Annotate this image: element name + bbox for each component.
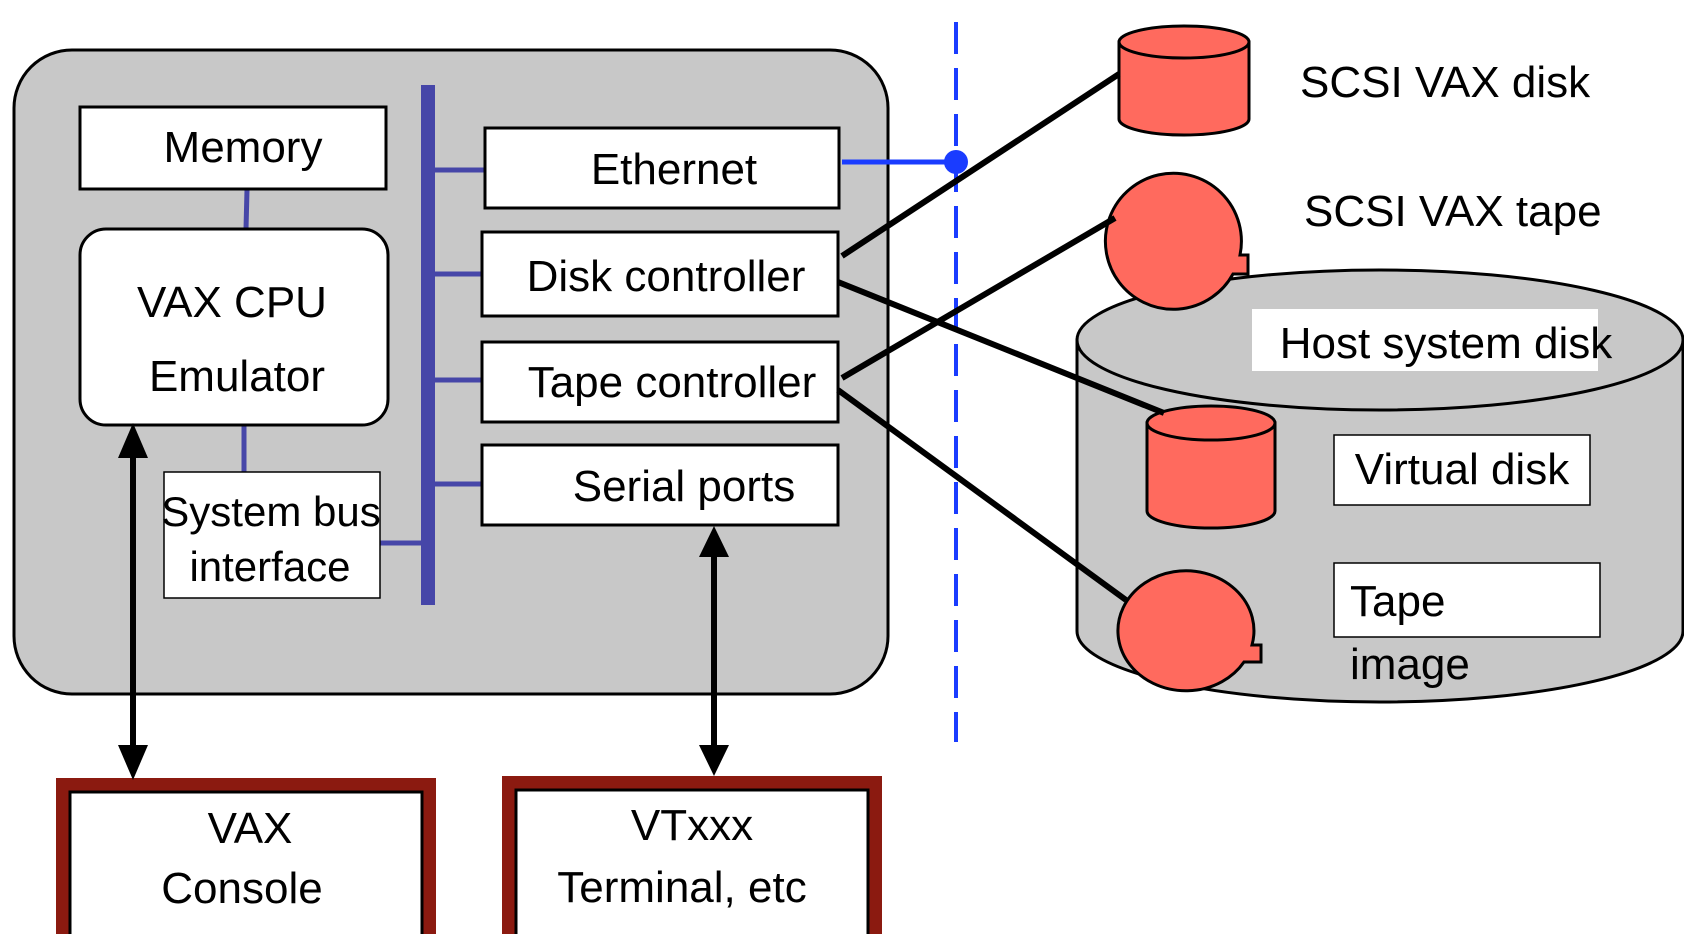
scsi-tape-icon (1103, 171, 1250, 311)
ethernet-label: Ethernet (591, 145, 757, 194)
memory-label: Memory (164, 123, 323, 172)
memory-cpu-link (243, 189, 250, 230)
disk-controller-to-virtual-disk-link (836, 279, 1166, 416)
serial-terminal-arrow (699, 526, 729, 776)
vtxxx-terminal (502, 776, 882, 934)
tape-controller-to-tape-image-link (836, 387, 1128, 603)
virtual-disk-icon (1145, 404, 1277, 530)
cpu-label-line1: VAX CPU (137, 278, 327, 327)
tape-image-label-box (1333, 562, 1601, 638)
tape-controller-box (480, 340, 840, 424)
terminal-label-line1: VTxxx (631, 801, 753, 850)
serial-ports-label: Serial ports (573, 462, 796, 511)
tape-controller-label: Tape controller (528, 358, 817, 407)
terminal-label-line2: Terminal, etc (557, 863, 806, 912)
serial-ports-box (480, 443, 840, 527)
tape-image-label-line1: Tape (1350, 577, 1445, 626)
console-label-line1: VAX (208, 804, 293, 853)
disk-controller-to-scsi-disk-link (840, 71, 1121, 259)
host-disk-label-bg (1252, 309, 1598, 371)
tape-image-label-line2: image (1350, 640, 1470, 689)
memory-box (78, 105, 388, 191)
virtual-disk-label-box (1333, 434, 1591, 506)
system-bus-interface-box (163, 471, 381, 599)
scsi-disk-icon (1117, 24, 1251, 137)
tape-image-icon (1116, 569, 1263, 693)
scsi-disk-label: SCSI VAX disk (1300, 58, 1591, 107)
scsi-tape-label: SCSI VAX tape (1304, 187, 1602, 236)
tape-controller-to-scsi-tape-link (840, 215, 1117, 381)
ethernet-network-junction (944, 150, 968, 174)
disk-controller-box (480, 230, 840, 318)
sysbus-label-line1: System bus (161, 488, 380, 535)
console-label-line2: Console (161, 864, 322, 913)
sysbus-label-line2: interface (189, 543, 350, 590)
disk-controller-label: Disk controller (527, 252, 806, 301)
host-disk-label: Host system disk (1280, 319, 1614, 368)
virtual-disk-label: Virtual disk (1355, 445, 1570, 494)
cpu-console-arrow (118, 423, 148, 780)
vax-console-terminal (56, 778, 436, 934)
cpu-label-line2: Emulator (149, 352, 325, 401)
cpu-emulator-box (78, 227, 390, 427)
ethernet-box (483, 126, 841, 210)
